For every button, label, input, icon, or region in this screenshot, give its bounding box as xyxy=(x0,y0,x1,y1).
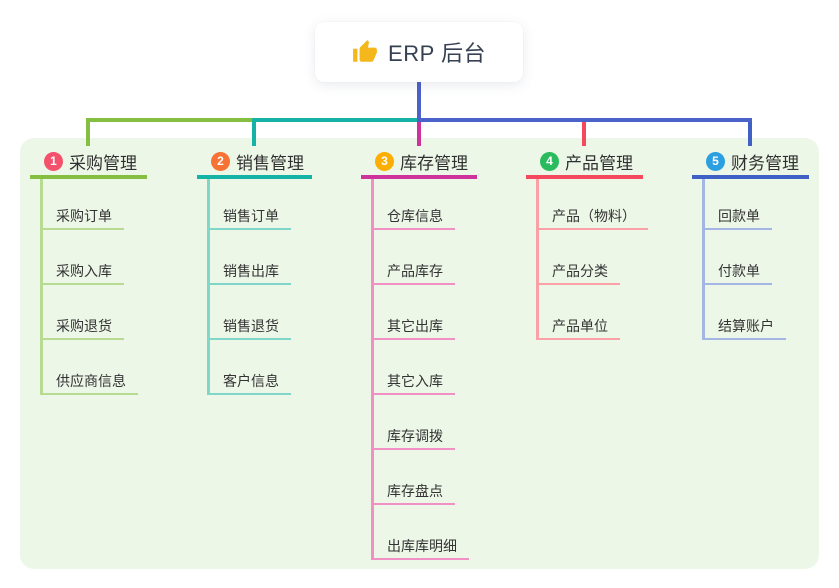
connector-h-teal xyxy=(252,118,419,122)
branch-node-4[interactable]: 4 产品管理 xyxy=(540,150,633,173)
child-node[interactable]: 回款单 xyxy=(702,208,772,230)
branch-spine xyxy=(371,179,374,560)
connector-h-blue xyxy=(417,118,752,122)
branch-label: 产品管理 xyxy=(565,153,633,173)
branch-number-badge: 3 xyxy=(375,151,394,171)
branch-underline xyxy=(197,175,312,179)
thumbs-up-icon xyxy=(353,40,377,62)
connector-drop-product xyxy=(582,120,586,146)
branch-spine xyxy=(536,179,539,340)
branch-label: 财务管理 xyxy=(731,153,799,173)
child-node[interactable]: 仓库信息 xyxy=(371,208,455,230)
branch-underline xyxy=(361,175,477,179)
branch-spine xyxy=(702,179,705,340)
child-node[interactable]: 结算账户 xyxy=(702,318,786,340)
branch-node-1[interactable]: 1 采购管理 xyxy=(44,150,137,173)
branch-underline xyxy=(526,175,643,179)
connector-trunk xyxy=(417,82,421,119)
child-node[interactable]: 其它出库 xyxy=(371,318,455,340)
root-node-erp[interactable]: ERP 后台 xyxy=(315,22,523,82)
child-node[interactable]: 产品库存 xyxy=(371,263,455,285)
child-node[interactable]: 销售退货 xyxy=(207,318,291,340)
branch-number-badge: 4 xyxy=(540,151,559,171)
branch-spine xyxy=(207,179,210,395)
branch-number-badge: 1 xyxy=(44,151,63,171)
branch-node-3[interactable]: 3 库存管理 xyxy=(375,150,468,173)
connector-drop-inventory xyxy=(417,119,421,146)
child-node[interactable]: 销售订单 xyxy=(207,208,291,230)
branch-underline xyxy=(692,175,809,179)
child-node[interactable]: 库存盘点 xyxy=(371,483,455,505)
branch-label: 销售管理 xyxy=(236,153,304,173)
branch-number-badge: 5 xyxy=(706,151,725,171)
child-node[interactable]: 产品单位 xyxy=(536,318,620,340)
connector-h-green xyxy=(86,118,254,122)
child-node[interactable]: 出库库明细 xyxy=(371,538,469,560)
root-node-label: ERP 后台 xyxy=(388,41,486,66)
connector-drop-sales xyxy=(252,120,256,146)
branch-label: 库存管理 xyxy=(400,153,468,173)
child-node[interactable]: 其它入库 xyxy=(371,373,455,395)
child-node[interactable]: 供应商信息 xyxy=(40,373,138,395)
child-node[interactable]: 销售出库 xyxy=(207,263,291,285)
child-node[interactable]: 付款单 xyxy=(702,263,772,285)
child-node[interactable]: 库存调拨 xyxy=(371,428,455,450)
branch-label: 采购管理 xyxy=(69,153,137,173)
child-node[interactable]: 产品分类 xyxy=(536,263,620,285)
connector-drop-finance xyxy=(748,120,752,146)
child-node[interactable]: 产品（物料） xyxy=(536,208,648,230)
branch-node-5[interactable]: 5 财务管理 xyxy=(706,150,799,173)
branch-node-2[interactable]: 2 销售管理 xyxy=(211,150,304,173)
child-node[interactable]: 客户信息 xyxy=(207,373,291,395)
child-node[interactable]: 采购订单 xyxy=(40,208,124,230)
branches-panel xyxy=(20,138,819,569)
child-node[interactable]: 采购退货 xyxy=(40,318,124,340)
child-node[interactable]: 采购入库 xyxy=(40,263,124,285)
branch-underline xyxy=(30,175,147,179)
branch-number-badge: 2 xyxy=(211,151,230,171)
branch-spine xyxy=(40,179,43,395)
connector-drop-purchase xyxy=(86,120,90,146)
